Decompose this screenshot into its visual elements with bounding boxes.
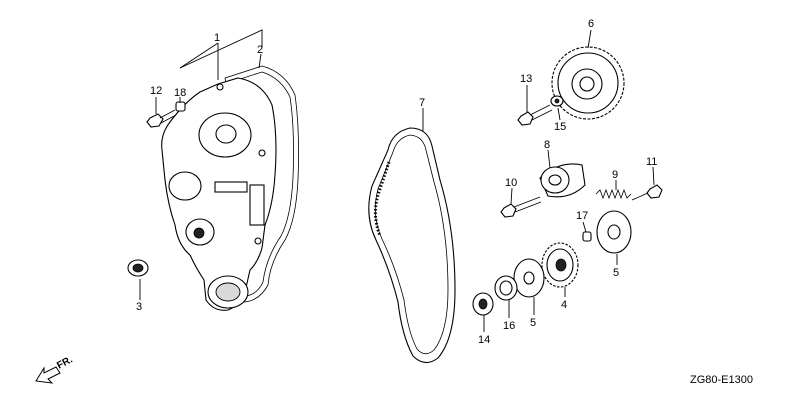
plate-5-right bbox=[596, 210, 632, 254]
callout-7: 7 bbox=[419, 97, 425, 109]
bolt-13 bbox=[517, 104, 553, 126]
callout-14: 14 bbox=[478, 334, 490, 346]
cover-seal-housing-inner bbox=[215, 282, 241, 302]
tensioner-8 bbox=[539, 163, 586, 198]
callout-8: 8 bbox=[544, 139, 550, 151]
cover-mount-hole-right bbox=[258, 149, 266, 157]
pin-17 bbox=[582, 231, 592, 242]
plate-5-lower bbox=[513, 258, 545, 298]
cover-rib bbox=[249, 184, 265, 226]
front-direction-label: FR. bbox=[55, 354, 75, 371]
callout-1: 1 bbox=[214, 32, 220, 44]
crank-pulley-4 bbox=[541, 242, 579, 288]
callout-10: 10 bbox=[505, 177, 517, 189]
front-direction-arrow: FR. bbox=[35, 354, 75, 384]
callout-6: 6 bbox=[588, 18, 594, 30]
collar-14 bbox=[472, 292, 494, 316]
callout-17: 17 bbox=[576, 210, 588, 222]
callout-2: 2 bbox=[257, 44, 263, 56]
callout-12: 12 bbox=[150, 85, 162, 97]
bolt-11 bbox=[631, 184, 663, 201]
cover-mount-hole-top bbox=[216, 83, 224, 91]
oil-seal-3 bbox=[127, 259, 149, 277]
washer-16 bbox=[494, 275, 518, 301]
timing-belt-7-inner bbox=[374, 134, 449, 355]
cover-boss-lower-hole bbox=[193, 227, 205, 239]
callout-9: 9 bbox=[612, 169, 618, 181]
callout-16: 16 bbox=[503, 320, 515, 332]
drawing-code: ZG80-E1300 bbox=[690, 374, 753, 386]
callout-11: 11 bbox=[646, 156, 657, 168]
spring-9 bbox=[595, 188, 632, 200]
callout-4: 4 bbox=[561, 299, 567, 311]
cover-boss-middle bbox=[168, 171, 202, 201]
callout-5-right: 5 bbox=[613, 267, 619, 279]
dowel-pin-18 bbox=[175, 101, 186, 112]
callout-15: 15 bbox=[554, 121, 566, 133]
leader-lines bbox=[139, 29, 655, 332]
bolt-10 bbox=[500, 196, 542, 218]
cover-clip bbox=[214, 181, 248, 193]
cover-mount-hole-bottom bbox=[254, 237, 262, 245]
timing-belt-7 bbox=[368, 127, 456, 364]
timing-belt-teeth bbox=[373, 161, 391, 237]
callout-13: 13 bbox=[520, 73, 532, 85]
callout-3: 3 bbox=[136, 301, 142, 313]
bolt-12 bbox=[146, 109, 177, 128]
callout-5-lower: 5 bbox=[530, 317, 536, 329]
callout-18: 18 bbox=[174, 87, 186, 99]
cover-boss-upper-inner bbox=[215, 124, 237, 144]
washer-15 bbox=[550, 95, 564, 107]
cam-pulley-6 bbox=[551, 46, 625, 120]
